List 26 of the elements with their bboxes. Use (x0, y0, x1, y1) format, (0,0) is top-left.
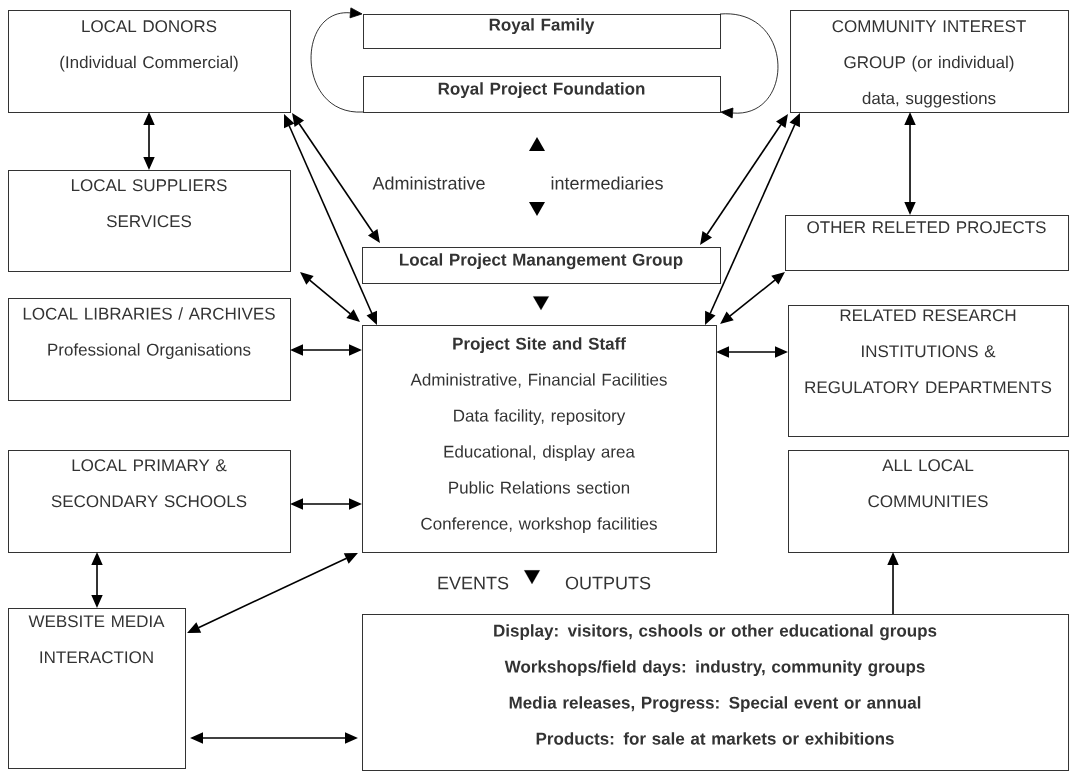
label-text: EVENTS (438, 576, 509, 590)
arrow (292, 113, 380, 243)
outputs-box: Display: visitors, cshools or other educational groups Workshops/field days: industry, community groups Media releases, Progress: Special event or annual Products: for sale at markets or exhibitions (362, 614, 1069, 771)
management-box: Local Project Manangement Group (362, 247, 721, 284)
stakeholder-box: LOCAL LIBRARIES / ARCHIVES Professional Organisations (8, 298, 291, 401)
label-text: OUTPUTS (565, 576, 651, 590)
stakeholder-box: LOCAL SUPPLIERS SERVICES (8, 170, 291, 272)
stakeholder-box: RELATED RESEARCH INSTITUTIONS & REGULATORY DEPARTMENTS (788, 305, 1069, 437)
foundation-box: Royal Project Foundation (363, 76, 721, 113)
stakeholder-box: ALL LOCAL COMMUNITIES (788, 450, 1069, 553)
arrow (524, 570, 540, 585)
label-text: intermediaries (551, 176, 663, 190)
label-text: Administrative (372, 176, 485, 190)
project-site-box: Project Site and Staff Administrative, Financial Facilities Data facility, repository Educational, display area Public Relations section Conference, workshop facilities (362, 325, 717, 553)
arrow (300, 272, 360, 322)
family-box: Royal Family (363, 14, 721, 49)
stakeholder-box: LOCAL PRIMARY & SECONDARY SCHOOLS (8, 450, 291, 553)
arrow (719, 13, 779, 119)
stakeholder-box: OTHER RELETED PROJECTS (785, 215, 1069, 271)
arrow (720, 272, 785, 324)
arrow (533, 296, 549, 311)
stakeholder-box: LOCAL DONORS (Individual Commercial) (8, 10, 291, 113)
arrow (310, 7, 364, 113)
arrow (700, 114, 788, 245)
stakeholder-box: COMMUNITY INTEREST GROUP (or individual) data, suggestions (790, 10, 1069, 113)
stakeholder-box: WEBSITE MEDIA INTERACTION (8, 608, 186, 769)
